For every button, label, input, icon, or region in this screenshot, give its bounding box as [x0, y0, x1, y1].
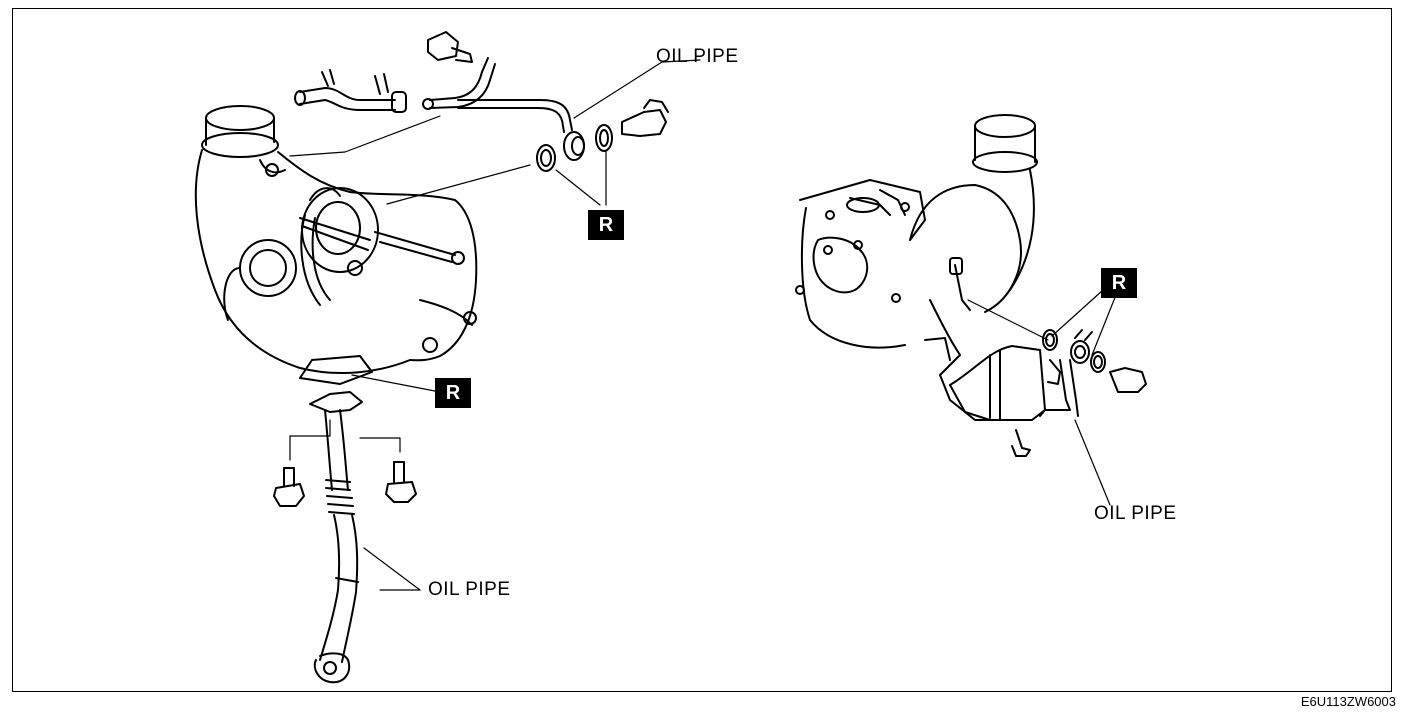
right-turbocharger [795, 114, 1046, 421]
figure-code: E6U113ZW6003 [1300, 694, 1396, 709]
lower-oil-pipe [309, 391, 363, 684]
lower-left-bolts [273, 461, 417, 507]
replace-badge-upper-left: R [588, 210, 624, 240]
figure-frame [12, 8, 1392, 692]
replace-badge-right: R [1101, 268, 1137, 298]
upper-oil-pipe [294, 57, 585, 161]
upper-banjo-bolt [427, 31, 473, 63]
right-oil-pipe [1011, 329, 1147, 457]
oil-pipe-label-lower-left: OIL PIPE [428, 579, 511, 600]
upper-washers [536, 99, 669, 172]
left-turbocharger [194, 105, 478, 385]
oil-pipe-label-upper-left: OIL PIPE [656, 46, 739, 67]
oil-pipe-label-right: OIL PIPE [1094, 503, 1177, 524]
replace-badge-lower-left: R [435, 378, 471, 408]
leader-lines [289, 59, 1119, 591]
